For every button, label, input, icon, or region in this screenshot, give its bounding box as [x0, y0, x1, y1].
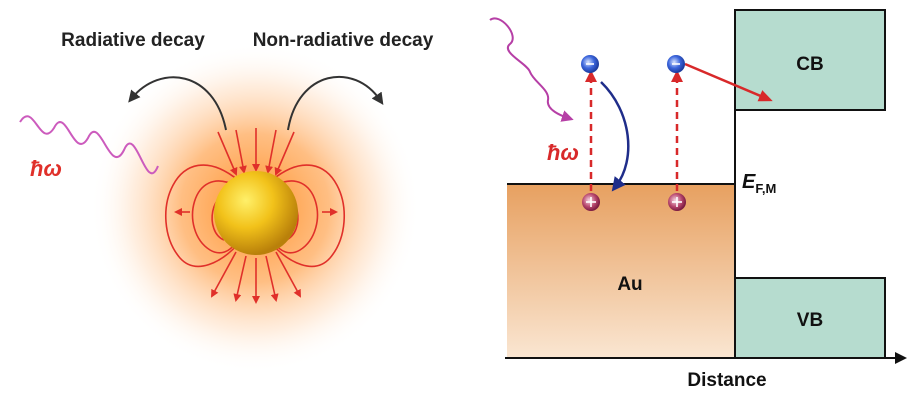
- right-panel: ħω Au CB VB EF,M Distance: [489, 9, 907, 391]
- valence-band: [734, 277, 886, 359]
- fermi-level-subscript: F,M: [755, 181, 776, 196]
- field-line-top-1: [217, 131, 238, 176]
- hot-electron-1: [581, 55, 599, 73]
- field-line-bottom-4: [265, 255, 279, 302]
- field-line-bottom-5: [275, 251, 301, 298]
- nonradiative-decay-arrow: [287, 75, 384, 131]
- incident-photon-wave: [489, 17, 574, 122]
- emitted-photon-wave: [19, 115, 159, 175]
- field-line-top-2: [235, 129, 247, 174]
- electron-transfer-arrow: [684, 62, 773, 102]
- photon-energy-label-left: ħω: [30, 156, 62, 181]
- valence-band-label: VB: [797, 310, 823, 331]
- x-axis-label: Distance: [687, 370, 766, 391]
- field-line-left-mid: [191, 180, 237, 254]
- nonradiative-decay-label: Non-radiative decay: [253, 30, 434, 51]
- hole-2: [668, 193, 686, 211]
- photon-energy-label-right: ħω: [547, 140, 579, 165]
- hot-electron-2: [667, 55, 685, 73]
- conduction-band-label: CB: [796, 54, 823, 75]
- left-panel: Radiative decay Non-radiative decay ħω: [19, 30, 434, 373]
- field-line-right-outer: [271, 164, 345, 268]
- field-line-top-5: [274, 131, 295, 176]
- hole-1: [582, 193, 600, 211]
- field-line-right-mid: [273, 180, 319, 254]
- gold-nanoparticle: [214, 171, 298, 255]
- metal-au-label: Au: [617, 274, 642, 295]
- relaxation-arrow: [600, 81, 630, 192]
- radiative-decay-arrow: [128, 76, 227, 131]
- metal-au-block: [507, 184, 735, 358]
- fermi-level-symbol: E: [742, 171, 756, 193]
- fermi-level-label: EF,M: [742, 171, 776, 196]
- radiative-decay-label: Radiative decay: [61, 30, 205, 51]
- field-line-bottom-2: [233, 255, 247, 302]
- field-line-top-4: [265, 129, 277, 174]
- field-line-left-outer: [165, 164, 239, 268]
- field-line-bottom-1: [211, 251, 237, 298]
